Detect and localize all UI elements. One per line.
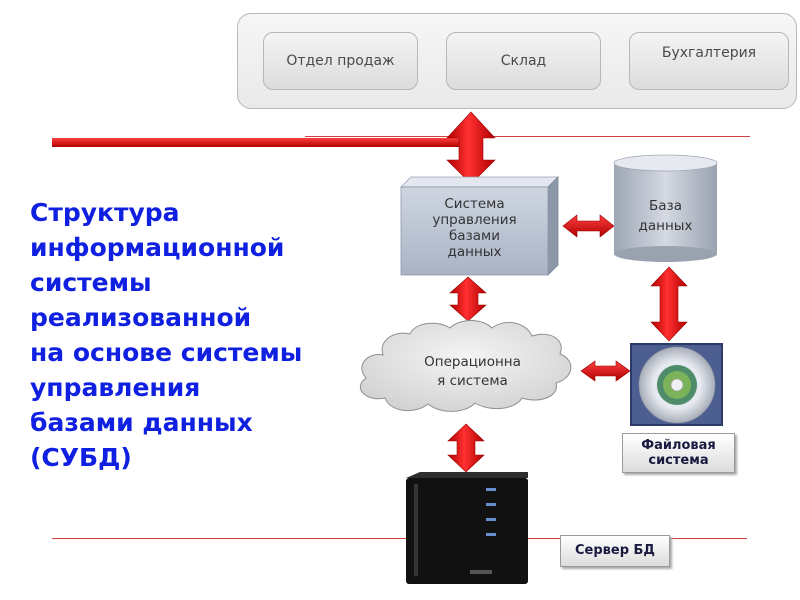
file-system-label: Файловая система bbox=[622, 433, 735, 473]
double-arrow-dbms-os bbox=[449, 276, 487, 322]
dbms-label-line: базами bbox=[448, 228, 500, 244]
database-label: База данных bbox=[614, 196, 717, 236]
title-line: Структура bbox=[30, 198, 180, 227]
double-arrow-departments-dbms bbox=[446, 111, 496, 185]
bottom-divider-line bbox=[52, 538, 747, 539]
horizontal-bus-bar bbox=[52, 138, 482, 147]
title-line: базами данных bbox=[30, 408, 253, 437]
double-arrow-dbms-database bbox=[562, 214, 615, 238]
server-label-text: Сервер БД bbox=[574, 543, 656, 558]
os-label-line: Операционна bbox=[424, 354, 521, 370]
slide-title: Структура информационной системы реализо… bbox=[30, 195, 360, 475]
file-system-disc-icon bbox=[630, 343, 723, 426]
dbms-label-line: управления bbox=[432, 212, 517, 228]
double-arrow-os-server bbox=[447, 423, 485, 473]
os-cloud-icon bbox=[359, 320, 572, 412]
department-accounting: Бухгалтерия bbox=[629, 32, 789, 90]
department-sales: Отдел продаж bbox=[263, 32, 418, 90]
file-system-label-line: система bbox=[648, 453, 709, 468]
department-warehouse: Склад bbox=[446, 32, 601, 90]
department-warehouse-label: Склад bbox=[500, 53, 547, 69]
title-line: управления bbox=[30, 373, 201, 402]
database-label-line: данных bbox=[638, 218, 693, 234]
dbms-label-line: данных bbox=[447, 244, 502, 260]
title-line: на основе системы bbox=[30, 338, 303, 367]
dbms-label-line: Система bbox=[444, 196, 505, 212]
server-tower-icon bbox=[406, 472, 528, 584]
title-line: реализованной bbox=[30, 303, 252, 332]
double-arrow-database-filesystem bbox=[650, 266, 688, 342]
title-line: (СУБД) bbox=[30, 443, 132, 472]
database-label-line: База bbox=[649, 198, 682, 214]
double-arrow-os-filesystem bbox=[580, 360, 631, 382]
dbms-label: Система управления базами данных bbox=[401, 196, 548, 260]
database-cylinder-icon bbox=[613, 154, 718, 262]
os-label-line: я система bbox=[437, 373, 508, 389]
server-label: Сервер БД bbox=[560, 535, 670, 567]
department-accounting-label: Бухгалтерия bbox=[661, 45, 757, 61]
os-label: Операционна я система bbox=[385, 353, 560, 391]
title-line: информационной bbox=[30, 233, 285, 262]
department-sales-label: Отдел продаж bbox=[286, 53, 395, 69]
dbms-box bbox=[400, 176, 559, 276]
top-divider-line bbox=[305, 136, 750, 137]
file-system-label-line: Файловая bbox=[641, 438, 716, 453]
title-line: системы bbox=[30, 268, 152, 297]
